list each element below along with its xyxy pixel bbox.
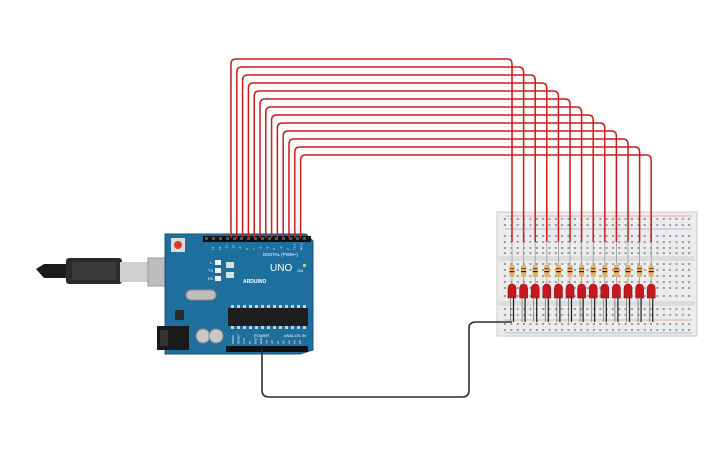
ground-wire[interactable] xyxy=(261,321,512,398)
signal-wire[interactable] xyxy=(294,146,641,242)
digital-pin-label: ~11 xyxy=(225,245,229,250)
resistor xyxy=(625,242,631,286)
digital-pin-label: TX 1 xyxy=(293,243,297,250)
power-pin-label: Vin xyxy=(265,339,269,344)
resistor xyxy=(637,242,643,286)
digital-pin-label: ~3 xyxy=(279,246,283,250)
resistor xyxy=(613,242,619,286)
power-pin-label: 5V xyxy=(248,340,252,344)
led[interactable] xyxy=(565,283,575,322)
led[interactable] xyxy=(507,283,517,322)
power-analog-header[interactable] xyxy=(226,346,308,352)
led[interactable] xyxy=(646,283,656,322)
breadboard[interactable] xyxy=(496,211,698,337)
signal-wire[interactable] xyxy=(259,98,571,242)
on-label: ON xyxy=(297,268,303,273)
led[interactable] xyxy=(612,283,621,322)
signal-wire[interactable] xyxy=(299,154,652,242)
digital-pin-label: RX 0 xyxy=(299,243,303,250)
power-pin-label: A0 xyxy=(270,340,274,344)
resistor xyxy=(602,242,608,286)
power-header-label: POWER xyxy=(254,333,269,338)
arduino-logo-text: ARDUINO xyxy=(243,279,266,285)
digital-header-label: DIGITAL (PWM~) xyxy=(263,252,298,257)
resistor xyxy=(544,242,550,286)
led[interactable] xyxy=(623,283,633,322)
signal-wire[interactable] xyxy=(247,82,548,242)
capacitor xyxy=(208,328,224,344)
signal-wire[interactable] xyxy=(270,114,594,242)
signal-wire[interactable] xyxy=(265,106,583,242)
signal-wire[interactable] xyxy=(241,74,536,242)
uno-logo-text: UNO xyxy=(270,263,292,274)
digital-pin-label: 2 xyxy=(286,248,290,250)
power-pin-label: GND xyxy=(259,337,263,345)
power-pin-label: 3.3V xyxy=(242,338,246,344)
power-pin-label: A3 xyxy=(287,340,291,344)
digital-pin-label: 12 xyxy=(218,246,222,250)
led[interactable] xyxy=(519,283,528,322)
signal-wire[interactable] xyxy=(276,122,606,242)
led[interactable] xyxy=(542,283,552,322)
resistor xyxy=(567,242,573,286)
led[interactable] xyxy=(588,283,598,322)
signal-wire[interactable] xyxy=(236,66,525,242)
led[interactable] xyxy=(554,283,563,322)
tx-label: TX xyxy=(208,268,213,273)
signal-wire[interactable] xyxy=(230,58,513,242)
power-pin-label: RESET xyxy=(237,334,241,344)
rx-label: RX xyxy=(208,276,214,281)
resistor xyxy=(648,242,654,286)
led[interactable] xyxy=(600,283,610,322)
digital-pin-label: 4 xyxy=(272,248,276,250)
digital-pin-label: 8 xyxy=(245,248,249,250)
digital-pin-label: 13 xyxy=(211,246,215,250)
led[interactable] xyxy=(577,283,586,322)
power-pin-label: GND xyxy=(253,337,257,345)
led[interactable] xyxy=(635,283,644,322)
breadboard-holes xyxy=(504,218,691,331)
signal-wires[interactable] xyxy=(230,58,652,242)
digital-pin-label: 7 xyxy=(252,248,256,250)
power-pin-label: A5 xyxy=(298,340,302,344)
analog-header-label: ANALOG IN xyxy=(284,333,306,338)
power-pin-label: A4 xyxy=(293,340,297,344)
resistor xyxy=(532,242,538,286)
led-l-label: L xyxy=(210,260,213,265)
crystal-oscillator xyxy=(185,289,217,301)
power-pin-label: A2 xyxy=(281,340,285,344)
digital-pin-label: ~10 xyxy=(231,245,235,250)
power-pin-label: IOREF xyxy=(231,335,235,344)
atmega-chip xyxy=(228,308,308,326)
power-pin-label: A1 xyxy=(276,340,280,344)
digital-pin-label: ~6 xyxy=(259,246,263,250)
usb-cable[interactable] xyxy=(36,257,185,287)
digital-pin-label: ~5 xyxy=(265,246,269,250)
resistor xyxy=(579,242,585,286)
signal-wire[interactable] xyxy=(282,130,618,242)
digital-pin-label: ~9 xyxy=(238,246,242,250)
led[interactable] xyxy=(530,283,540,322)
arduino-uno-board[interactable]: DIGITAL (PWM~) ARDUINO UNO L TX RX ON PO… xyxy=(157,233,314,355)
signal-wire[interactable] xyxy=(253,90,560,242)
led-array xyxy=(507,242,656,322)
signal-wire[interactable] xyxy=(288,138,629,242)
capacitor xyxy=(195,328,211,344)
